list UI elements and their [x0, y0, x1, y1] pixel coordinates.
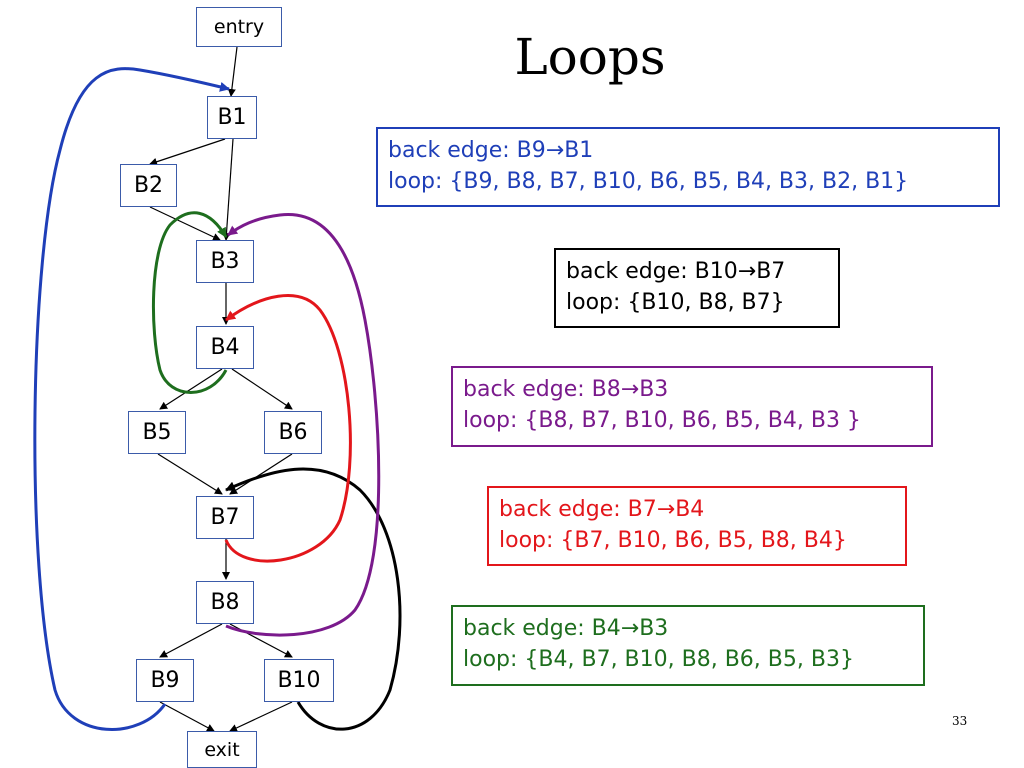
node-b8: B8 [196, 581, 254, 624]
back-edge-label: back edge: B7→B4 [499, 497, 705, 522]
back-edge-label: back edge: B9→B1 [388, 138, 594, 163]
back-edge-b4-b3 [151, 211, 228, 394]
back-edge-b9-b1 [33, 67, 230, 731]
loop-info-black: back edge: B10→B7 loop: {B10, B8, B7} [554, 248, 840, 328]
loop-info-green: back edge: B4→B3 loop: {B4, B7, B10, B8,… [451, 605, 925, 686]
loop-info-blue: back edge: B9→B1 loop: {B9, B8, B7, B10,… [376, 127, 1000, 207]
node-b4: B4 [196, 326, 254, 369]
back-edge-b7-b4 [224, 294, 352, 563]
loop-members-label: loop: {B10, B8, B7} [566, 290, 785, 315]
node-exit: exit [187, 731, 257, 768]
loop-members-label: loop: {B7, B10, B6, B5, B8, B4} [499, 528, 847, 553]
loop-info-red: back edge: B7→B4 loop: {B7, B10, B6, B5,… [487, 486, 907, 566]
slide-title: Loops [514, 28, 666, 86]
loop-members-label: loop: {B9, B8, B7, B10, B6, B5, B4, B3, … [388, 169, 909, 194]
back-edge-label: back edge: B4→B3 [463, 616, 669, 641]
edge-b10-exit [229, 701, 293, 732]
node-b1: B1 [207, 96, 257, 139]
page-number: 33 [952, 714, 968, 728]
back-edge-b10-b7 [225, 467, 402, 731]
edge-b5-b7 [157, 453, 223, 495]
node-b6: B6 [264, 411, 322, 454]
edge-b4-b5 [159, 368, 223, 410]
node-b5: B5 [128, 411, 186, 454]
node-b7: B7 [196, 496, 254, 539]
loop-members-label: loop: {B4, B7, B10, B8, B6, B5, B3} [463, 647, 854, 672]
loop-info-purple: back edge: B8→B3 loop: {B8, B7, B10, B6,… [451, 366, 933, 447]
node-entry: entry [196, 7, 282, 47]
edge-b4-b6 [231, 368, 293, 410]
edge-b1-b3 [222, 138, 234, 241]
back-edge-label: back edge: B10→B7 [566, 259, 786, 284]
node-b10: B10 [264, 659, 334, 702]
node-b2: B2 [120, 164, 177, 207]
back-edge-b8-b3 [225, 212, 381, 637]
node-b9: B9 [136, 659, 194, 702]
edge-b1-b2 [149, 138, 226, 166]
back-edge-label: back edge: B8→B3 [463, 377, 669, 402]
edge-entry-b1 [227, 46, 238, 97]
loop-members-label: loop: {B8, B7, B10, B6, B5, B4, B3 } [463, 408, 861, 433]
edge-b6-b7 [229, 453, 293, 495]
node-b3: B3 [196, 240, 254, 283]
edge-b8-b9 [159, 623, 223, 658]
edge-b9-exit [159, 701, 215, 732]
edge-b2-b3 [149, 206, 221, 241]
